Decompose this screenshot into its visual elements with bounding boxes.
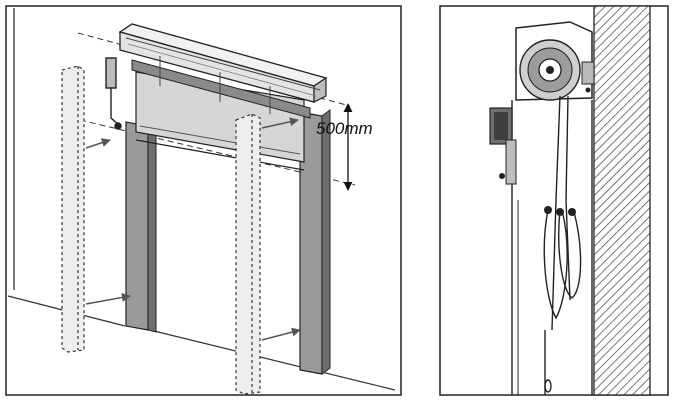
roller-box [118,23,328,119]
move-arrows [85,117,301,341]
wall-section [593,5,651,396]
arrow-top-left [85,138,111,149]
hanging-chains [543,95,582,395]
gear-motor-icon [489,107,517,185]
left-jamb [125,121,149,331]
chain-hooks [544,206,576,393]
roller-tube [131,59,311,119]
right-panel [439,5,669,396]
curtain-panel [135,71,305,163]
ghost-post-left [61,65,85,353]
hand-crank-icon [105,57,122,130]
left-panel: 500mm [5,5,402,396]
dimension-500mm: 500mm [316,103,373,191]
dimension-label: 500mm [316,119,373,138]
floor-line-right [149,329,396,391]
arrow-top-right [261,117,299,129]
roller-housing [515,21,595,101]
door-frame [125,71,331,375]
arrow-bottom-left [85,293,131,305]
arrow-bottom-right [261,327,301,341]
ghost-post-right [235,113,261,395]
